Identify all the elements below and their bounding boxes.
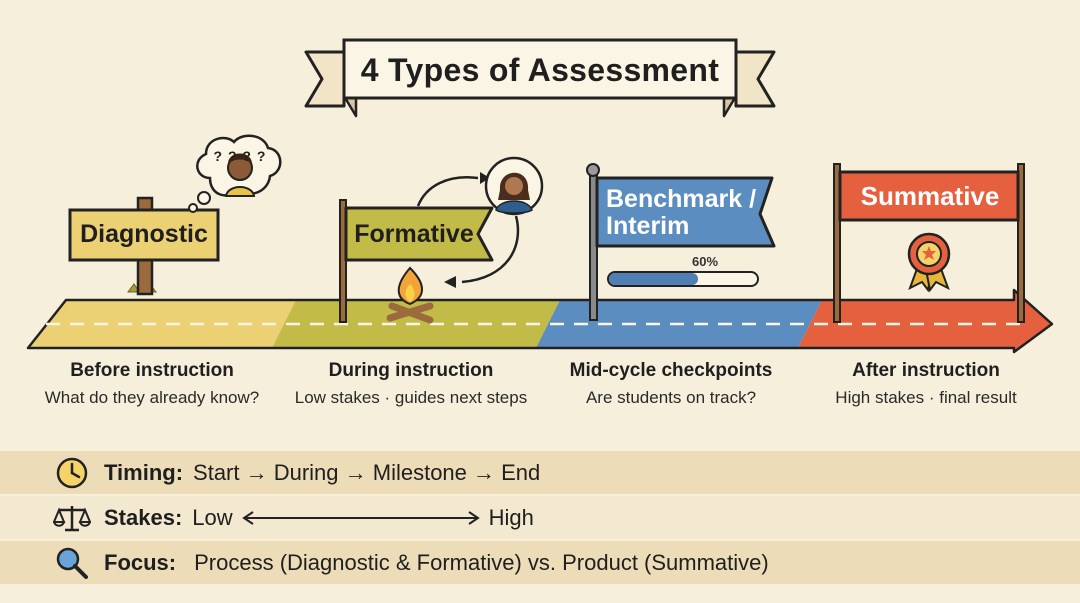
scales-icon xyxy=(52,500,92,536)
campfire-icon xyxy=(386,266,434,324)
focus-band xyxy=(0,541,1080,584)
progress-bar xyxy=(607,271,759,287)
formative-flag xyxy=(339,156,544,324)
stage-summative-caption: After instruction High stakes · final re… xyxy=(796,360,1056,408)
benchmark-flag xyxy=(586,163,776,321)
diagnostic-label: Diagnostic xyxy=(80,219,208,248)
benchmark-label: Benchmark / Interim xyxy=(606,182,776,244)
timing-band xyxy=(0,451,1080,494)
stakes-band xyxy=(0,496,1080,539)
summative-banner xyxy=(833,163,1025,323)
progress-label: 60% xyxy=(691,254,719,269)
stakes-low: Low xyxy=(192,504,233,530)
focus-value: Process (Diagnostic & Formative) vs. Pro… xyxy=(194,549,769,575)
clock-icon xyxy=(52,455,92,491)
benchmark-label-text: Benchmark / Interim xyxy=(606,185,757,240)
formative-label: Formative xyxy=(354,219,474,248)
stage-desc: What do they already know? xyxy=(44,388,260,407)
title-banner xyxy=(304,38,776,118)
stakes-key: Stakes: xyxy=(104,504,183,530)
stage-when: Mid-cycle checkpoints xyxy=(569,360,773,381)
focus-row: Focus: Process (Diagnostic & Formative) … xyxy=(52,541,769,584)
stage-formative-caption: During instruction Low stakes · guides n… xyxy=(281,360,541,408)
double-arrow-icon xyxy=(241,510,481,525)
stage-desc: Are students on track? xyxy=(585,388,757,407)
diagnostic-sign xyxy=(68,134,282,296)
stage-desc: Low stakes · guides next steps xyxy=(294,388,528,407)
stage-when: After instruction xyxy=(852,360,1000,381)
stakes-row: Stakes: Low High xyxy=(52,496,534,539)
stage-benchmark-caption: Mid-cycle checkpoints Are students on tr… xyxy=(541,360,801,408)
magnifier-icon xyxy=(52,545,92,581)
timing-value: Start → During → Milestone → End xyxy=(193,459,541,485)
page-title: 4 Types of Assessment xyxy=(360,51,720,88)
timing-row: Timing: Start → During → Milestone → End xyxy=(52,451,540,494)
summative-label: Summative xyxy=(860,180,1000,211)
focus-key: Focus: xyxy=(104,549,177,575)
timing-key: Timing: xyxy=(104,459,184,485)
timeline-road xyxy=(26,288,1054,354)
teacher-avatar-icon xyxy=(484,156,544,216)
thought-bubble-marks: ? ? ? ? xyxy=(213,148,267,164)
stakes-high: High xyxy=(488,504,534,530)
stage-when: During instruction xyxy=(328,360,494,381)
stage-diagnostic-caption: Before instruction What do they already … xyxy=(22,360,282,408)
stage-when: Before instruction xyxy=(70,360,234,381)
rosette-icon xyxy=(907,232,951,293)
stage-desc: High stakes · final result xyxy=(835,388,1017,407)
